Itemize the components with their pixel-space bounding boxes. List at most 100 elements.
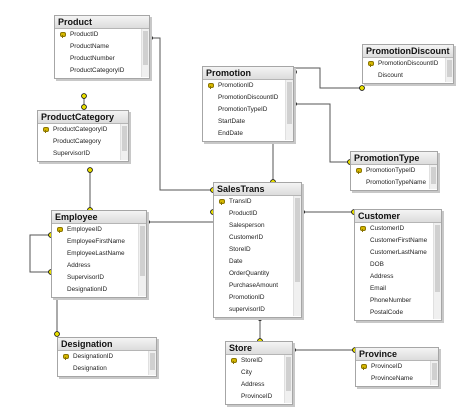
column-row[interactable]: Salesperson xyxy=(214,220,301,232)
column-name: ProductNumber xyxy=(70,55,115,62)
column-row[interactable]: ProductName xyxy=(55,41,149,53)
column-row[interactable]: ProductCategoryID xyxy=(38,124,128,136)
scrollbar[interactable] xyxy=(430,361,438,385)
table-title[interactable]: Customer xyxy=(355,210,441,223)
column-row[interactable]: ProductNumber xyxy=(55,53,149,65)
column-row[interactable]: DesignationID xyxy=(52,284,146,296)
scrollbar[interactable] xyxy=(285,80,293,140)
column-row[interactable]: PurchaseAmount xyxy=(214,280,301,292)
column-row[interactable]: Address xyxy=(355,271,441,283)
table-title[interactable]: ProductCategory xyxy=(38,111,128,124)
column-row[interactable]: EndDate xyxy=(203,128,293,140)
column-row[interactable]: Designation xyxy=(58,363,156,375)
column-row[interactable]: DOB xyxy=(355,259,441,271)
column-row[interactable]: PromotionTypeID xyxy=(203,104,293,116)
column-row[interactable]: TransID xyxy=(214,196,301,208)
scrollbar-thumb[interactable] xyxy=(295,198,300,282)
column-row[interactable]: PromotionID xyxy=(203,80,293,92)
column-row[interactable]: StoreID xyxy=(214,244,301,256)
scrollbar-thumb[interactable] xyxy=(122,126,127,152)
column-row[interactable]: PromotionID xyxy=(214,292,301,304)
column-row[interactable]: ProvinceID xyxy=(356,361,438,373)
rel-promotiontype-promotion-line[interactable] xyxy=(294,103,350,163)
column-row[interactable]: EmployeeID xyxy=(52,224,146,236)
column-row[interactable]: PromotionTypeName xyxy=(351,177,437,189)
scrollbar[interactable] xyxy=(148,351,156,375)
table-title[interactable]: PromotionDiscount xyxy=(363,45,453,58)
scrollbar-thumb[interactable] xyxy=(447,60,452,77)
column-name: CustomerFirstName xyxy=(370,237,428,244)
rel-product-salestrans-line[interactable] xyxy=(150,37,213,191)
scrollbar-thumb[interactable] xyxy=(140,226,145,277)
table-title[interactable]: Province xyxy=(356,348,438,361)
column-row[interactable]: EmployeeLastName xyxy=(52,248,146,260)
scrollbar[interactable] xyxy=(120,124,128,160)
scrollbar-thumb[interactable] xyxy=(143,31,148,65)
column-row[interactable]: CustomerID xyxy=(355,223,441,235)
table-title[interactable]: Designation xyxy=(58,338,156,351)
column-row[interactable]: City xyxy=(226,367,292,379)
column-row[interactable]: Email xyxy=(355,283,441,295)
scrollbar[interactable] xyxy=(429,165,437,189)
column-row[interactable]: Address xyxy=(52,260,146,272)
rel-promotiondiscount-promotion-line[interactable] xyxy=(294,67,362,89)
column-row[interactable]: EmployeeFirstName xyxy=(52,236,146,248)
scrollbar[interactable] xyxy=(433,223,441,319)
scrollbar-thumb[interactable] xyxy=(431,167,436,184)
rel-employee-employee-line[interactable] xyxy=(29,234,51,273)
column-row[interactable]: SupervisorID xyxy=(52,272,146,284)
column-row[interactable]: supervisorID xyxy=(214,304,301,316)
column-row[interactable]: PhoneNumber xyxy=(355,295,441,307)
table-title[interactable]: Employee xyxy=(52,211,146,224)
table-title[interactable]: Product xyxy=(55,16,149,29)
column-row[interactable]: CustomerFirstName xyxy=(355,235,441,247)
scrollbar[interactable] xyxy=(284,355,292,403)
column-row[interactable]: ProvinceID xyxy=(226,391,292,403)
column-row[interactable]: Discount xyxy=(363,70,453,82)
scrollbar-thumb[interactable] xyxy=(150,353,155,370)
column-row[interactable]: ProductID xyxy=(214,208,301,220)
column-row[interactable]: PostalCode xyxy=(355,307,441,319)
column-row[interactable]: Date xyxy=(214,256,301,268)
table-title[interactable]: PromotionType xyxy=(351,152,437,165)
column-row[interactable]: OrderQuantity xyxy=(214,268,301,280)
scrollbar-thumb[interactable] xyxy=(432,363,437,380)
primary-key-icon xyxy=(368,61,374,67)
column-row[interactable]: PromotionTypeID xyxy=(351,165,437,177)
column-row[interactable]: StartDate xyxy=(203,116,293,128)
table-title[interactable]: Promotion xyxy=(203,67,293,80)
column-row[interactable]: CustomerLastName xyxy=(355,247,441,259)
scrollbar[interactable] xyxy=(138,224,146,296)
column-row[interactable]: DesignationID xyxy=(58,351,156,363)
column-row[interactable]: ProductCategoryID xyxy=(55,65,149,77)
column-row[interactable]: ProductCategory xyxy=(38,136,128,148)
column-row[interactable]: SupervisorID xyxy=(38,148,128,160)
column-row[interactable]: ProvinceName xyxy=(356,373,438,385)
scrollbar[interactable] xyxy=(141,29,149,77)
scrollbar[interactable] xyxy=(293,196,301,316)
column-row[interactable]: Address xyxy=(226,379,292,391)
column-row[interactable]: StoreID xyxy=(226,355,292,367)
scrollbar-thumb[interactable] xyxy=(435,225,440,293)
scrollbar-thumb[interactable] xyxy=(286,357,291,391)
column-row[interactable]: PromotionDiscountID xyxy=(363,58,453,70)
column-row[interactable]: ProductID xyxy=(55,29,149,41)
table-title[interactable]: Store xyxy=(226,342,292,355)
column-row[interactable]: PromotionDiscountID xyxy=(203,92,293,104)
scrollbar[interactable] xyxy=(445,58,453,82)
table-title[interactable]: SalesTrans xyxy=(214,183,301,196)
column-name: Date xyxy=(229,258,243,265)
column-row[interactable]: CustomerID xyxy=(214,232,301,244)
scrollbar-thumb[interactable] xyxy=(287,82,292,124)
